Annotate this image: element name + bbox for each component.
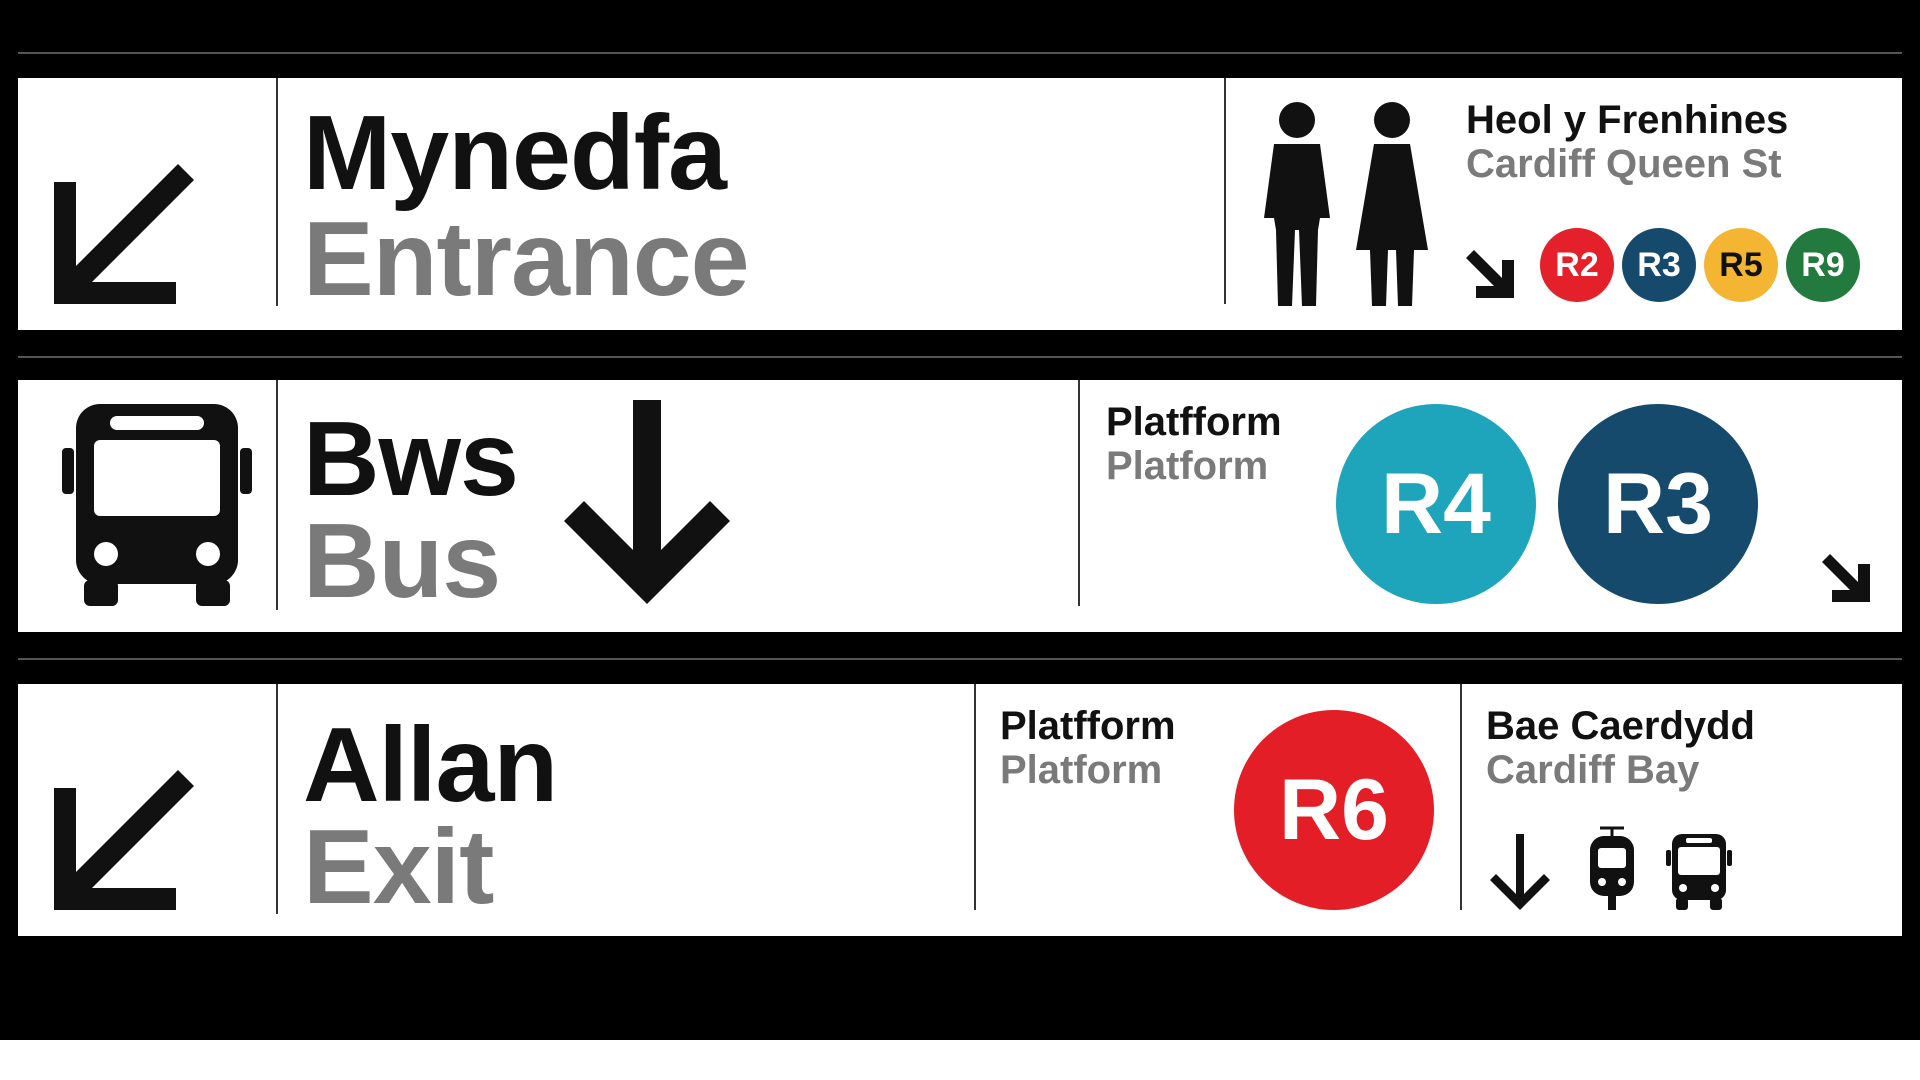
welsh-exit-label: Allan <box>303 706 558 824</box>
arrow-down-right-icon <box>1822 554 1870 602</box>
english-entrance-label: Entrance <box>303 200 750 318</box>
welsh-bus-label: Bws <box>303 400 519 518</box>
sign-divider <box>974 684 976 910</box>
sign-divider <box>276 380 278 610</box>
platform-welsh-label: Platfform <box>1000 704 1176 748</box>
sign-top-rule <box>18 658 1902 660</box>
welsh-entrance-label: Mynedfa <box>303 94 727 212</box>
arrow-down-left-icon <box>54 770 194 910</box>
route-badge-r9: R9 <box>1786 228 1860 302</box>
arrow-down-right-icon <box>1466 250 1514 298</box>
route-badge-r2: R2 <box>1540 228 1614 302</box>
welsh-station-name: Bae Caerdydd <box>1486 704 1755 748</box>
arrow-down-icon <box>564 400 730 604</box>
platform-welsh-label: Platfform <box>1106 400 1282 444</box>
arrow-down-left-icon <box>54 164 194 304</box>
bus-icon <box>62 404 252 606</box>
route-badge-r3: R3 <box>1558 404 1758 604</box>
bus-icon <box>1666 834 1732 910</box>
toilets-icon <box>1264 102 1428 306</box>
sign-top-rule <box>18 356 1902 358</box>
sign-divider <box>276 684 278 914</box>
route-badge-r3: R3 <box>1622 228 1696 302</box>
sign-divider <box>1460 684 1462 910</box>
platform-english-label: Platform <box>1000 748 1163 792</box>
english-station-name: Cardiff Bay <box>1486 748 1700 792</box>
sign-divider <box>276 78 278 306</box>
platform-english-label: Platform <box>1106 444 1269 488</box>
sign-divider <box>1224 78 1226 304</box>
sign-bus: Bws Bus Platfform Platform R4 R3 <box>18 380 1902 632</box>
english-bus-label: Bus <box>303 502 501 620</box>
english-station-name: Cardiff Queen St <box>1466 142 1782 186</box>
english-exit-label: Exit <box>303 808 494 926</box>
route-badge-r5: R5 <box>1704 228 1778 302</box>
route-badge-r6: R6 <box>1234 710 1434 910</box>
sign-divider <box>1078 380 1080 606</box>
sign-exit: Allan Exit Platfform Platform R6 Bae Cae… <box>18 684 1902 936</box>
tram-icon <box>1590 826 1634 910</box>
arrow-down-icon <box>1490 834 1550 910</box>
sign-entrance: Mynedfa Entrance Heol y Frenhines Cardif… <box>18 78 1902 330</box>
welsh-station-name: Heol y Frenhines <box>1466 98 1789 142</box>
route-badge-r4: R4 <box>1336 404 1536 604</box>
sign-top-rule <box>18 52 1902 54</box>
